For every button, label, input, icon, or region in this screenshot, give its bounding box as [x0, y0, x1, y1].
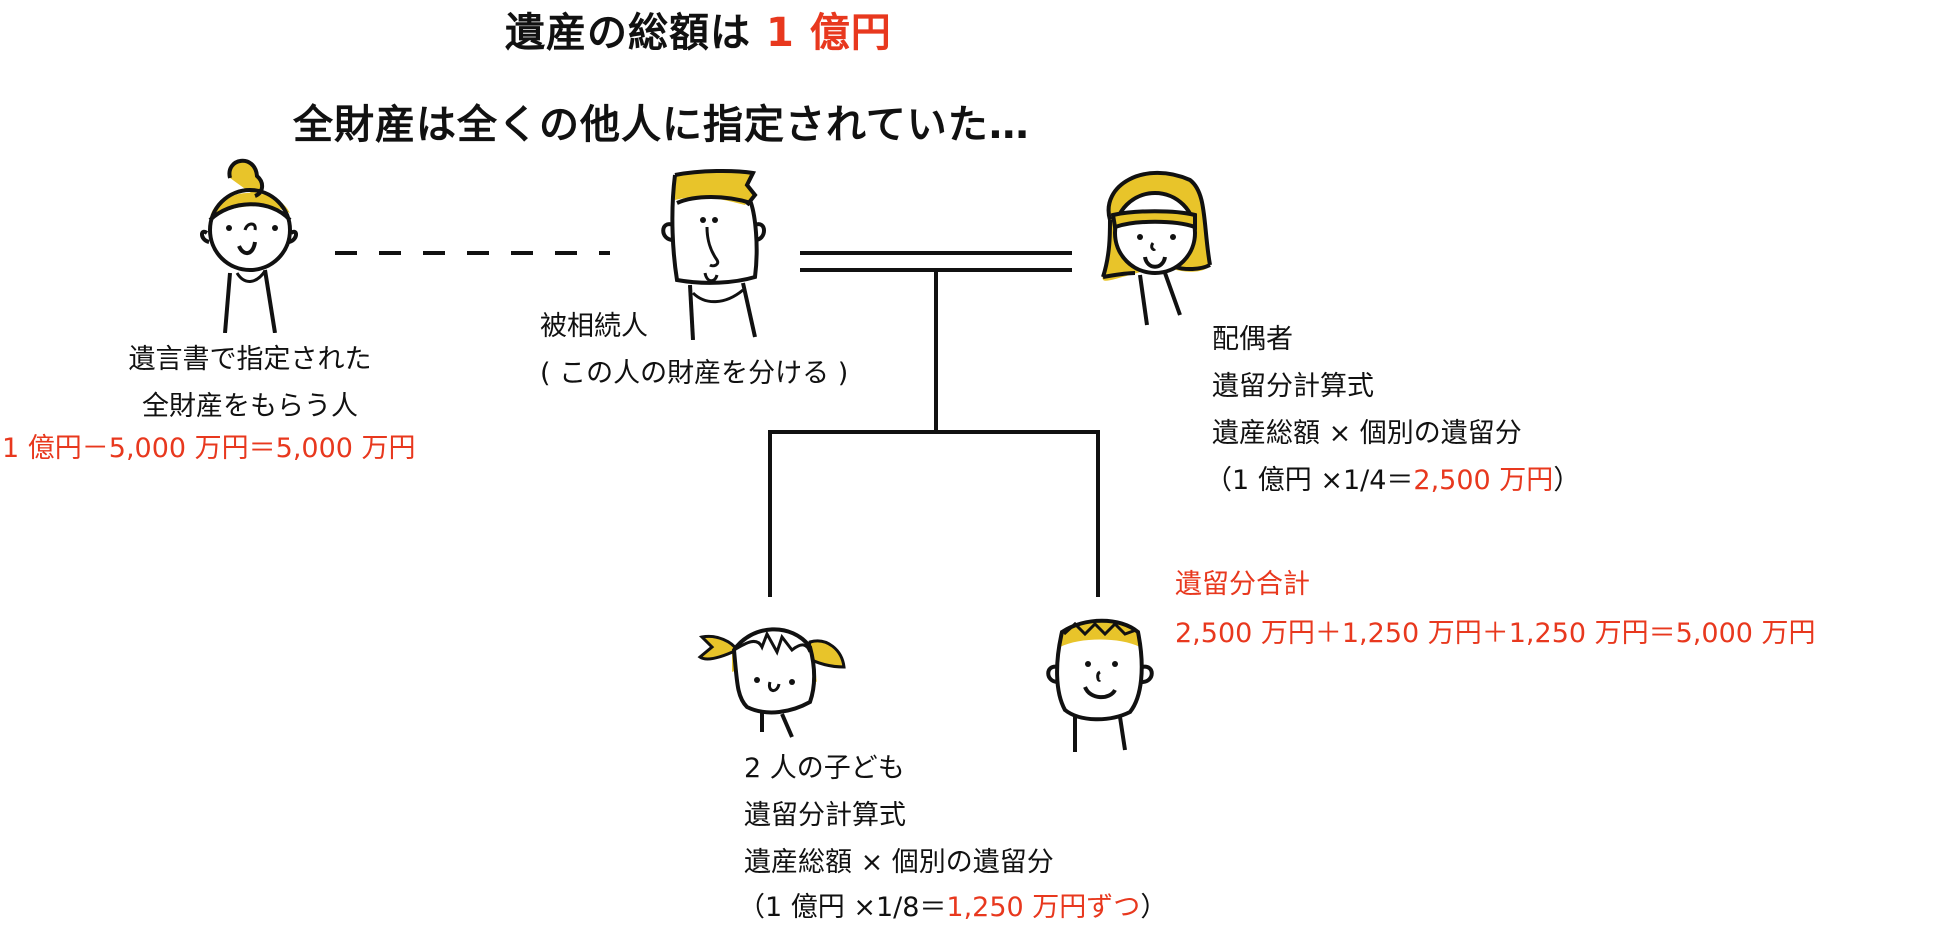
title-text: 遺産の総額は	[505, 10, 751, 56]
man-square-face-icon	[661, 168, 766, 340]
children-formula: 遺産総額 × 個別の遺留分	[744, 847, 1054, 878]
beneficiary-label-1: 遺言書で指定された	[128, 344, 372, 375]
children-formula-title: 遺留分計算式	[744, 800, 906, 831]
children-calc-result: 1,250 万円ずつ	[946, 892, 1141, 923]
woman-long-hair-icon	[1101, 170, 1212, 326]
children-label: 2 人の子ども	[744, 753, 905, 784]
spouse-formula: 遺産総額 × 個別の遺留分	[1212, 418, 1522, 449]
title-line-2: 全財産は全くの他人に指定されていた…	[293, 102, 1030, 148]
deceased-label-1: 被相続人	[540, 311, 648, 342]
total-title: 遺留分合計	[1175, 569, 1310, 600]
spouse-calc: （1 億円 ×1/4＝2,500 万円）	[1205, 457, 1580, 505]
title-highlight: 1 億円	[765, 10, 892, 56]
spouse-calc-prefix: （1 億円 ×1/4＝	[1205, 465, 1414, 496]
children-calc-suffix: ）	[1140, 892, 1168, 923]
boy-icon	[1046, 618, 1154, 752]
spouse-label: 配偶者	[1212, 324, 1293, 355]
woman-hair-bun-icon	[200, 158, 298, 333]
children-calc: （1 億円 ×1/8＝1,250 万円ずつ）	[738, 884, 1167, 932]
beneficiary-calc: 1 億円－5,000 万円＝5,000 万円	[2, 433, 416, 464]
beneficiary-label-2: 全財産をもらう人	[142, 391, 358, 422]
girl-pigtails-icon	[697, 627, 846, 738]
deceased-label-2: ( この人の財産を分ける )	[540, 358, 849, 389]
total-calc: 2,500 万円＋1,250 万円＋1,250 万円＝5,000 万円	[1175, 618, 1816, 649]
spouse-formula-title: 遺留分計算式	[1212, 371, 1374, 402]
title-line-1: 遺産の総額は 1 億円	[505, 0, 892, 58]
children-calc-prefix: （1 億円 ×1/8＝	[738, 892, 947, 923]
spouse-calc-result: 2,500 万円	[1413, 465, 1554, 496]
spouse-calc-suffix: ）	[1553, 465, 1581, 496]
